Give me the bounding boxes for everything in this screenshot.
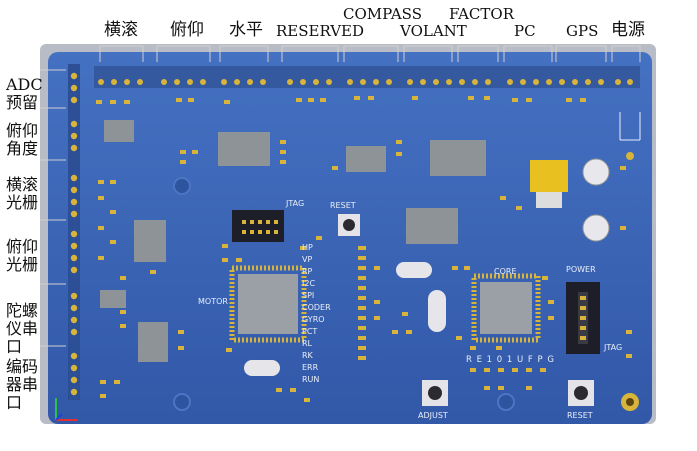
label-encoder-serial: 编码 器串 口 <box>6 358 38 412</box>
label-factor: FACTOR <box>449 5 515 23</box>
core-label: CORE <box>494 267 517 276</box>
top-header-pins <box>98 79 633 85</box>
bus-label: I2C <box>302 279 315 288</box>
label-level: 水平 <box>229 20 263 40</box>
crystals <box>244 262 446 376</box>
led-row-label: R E 1 0 1 U F P G <box>466 355 555 365</box>
reset-bottom-label: RESET <box>567 411 593 420</box>
label-gyro-serial-line1: 陀螺 <box>6 301 39 320</box>
bus-label: RK <box>302 351 314 360</box>
label-encoder-serial-line1: 编码 <box>6 357 39 376</box>
label-gyro-serial-line3: 口 <box>6 337 23 356</box>
label-power: 电源 <box>611 20 645 40</box>
bus-label: CODER <box>302 303 331 312</box>
jtag-right-label: JTAG <box>603 343 622 352</box>
reset-button-top-graphic <box>338 214 360 236</box>
label-pitch-angle-line1: 俯仰 <box>6 121 39 140</box>
bus-label: RP <box>302 267 313 276</box>
ic-packages <box>100 120 486 362</box>
jtag-header-right <box>566 282 600 354</box>
label-encoder-serial-line3: 口 <box>6 393 23 412</box>
power-silk-label: POWER <box>566 265 596 274</box>
label-gps: GPS <box>566 22 599 40</box>
voltage-regulator <box>530 160 568 208</box>
label-pitch-angle: 俯仰 角度 <box>6 122 38 158</box>
bus-led-column <box>358 246 366 360</box>
label-reserved: RESERVED <box>276 22 365 40</box>
reset-top-label: RESET <box>330 201 356 210</box>
bus-label: RL <box>302 339 313 348</box>
jtag-header-top <box>232 210 284 242</box>
label-volant: VOLANT <box>400 22 467 40</box>
label-pitch: 俯仰 <box>170 20 204 40</box>
label-compass: COMPASS <box>343 5 422 23</box>
left-leader-lines <box>40 69 66 347</box>
label-pitch-grating-line1: 俯仰 <box>6 237 39 256</box>
motor-label: MOTOR <box>198 297 228 306</box>
bus-label: GYRO <box>302 315 325 324</box>
label-roll-grating-line2: 光栅 <box>6 193 39 212</box>
bus-label: ERR <box>302 363 319 372</box>
label-gyro-serial: 陀螺 仪串 口 <box>6 302 38 356</box>
bus-labels: HP VP RP I2C SPI CODER GYRO PCT RL RK ER… <box>302 243 331 384</box>
left-header-pins <box>70 72 78 396</box>
jtag-top-label: JTAG <box>285 199 304 208</box>
axis-indicator <box>55 398 78 421</box>
adjust-label: ADJUST <box>418 411 448 420</box>
label-gyro-serial-line2: 仪串 <box>6 319 39 338</box>
bus-label: RUN <box>302 375 319 384</box>
mounting-holes <box>173 177 639 411</box>
label-pc: PC <box>514 22 536 40</box>
label-roll-grating-line1: 横滚 <box>6 175 39 194</box>
bus-label: HP <box>302 243 313 252</box>
power-pad <box>626 152 634 160</box>
bus-label: PCT <box>302 327 317 336</box>
motor-mcu <box>229 265 307 343</box>
label-adc-line2: 预留 <box>6 93 39 112</box>
label-adc-line1: ADC <box>6 75 43 94</box>
smd-components <box>96 96 632 402</box>
power-jumper <box>619 112 641 141</box>
adjust-button-graphic <box>422 380 448 406</box>
label-pitch-grating-line2: 光栅 <box>6 255 39 274</box>
label-pitch-grating: 俯仰 光栅 <box>6 238 38 274</box>
label-roll: 横滚 <box>104 20 138 40</box>
reset-button-bottom-graphic <box>568 380 594 406</box>
core-mcu <box>471 273 541 343</box>
label-adc: ADC 预留 <box>6 76 43 112</box>
label-encoder-serial-line2: 器串 <box>6 375 39 394</box>
bus-label: VP <box>302 255 312 264</box>
top-leader-lines <box>99 45 641 62</box>
label-roll-grating: 横滚 光栅 <box>6 176 38 212</box>
electrolytic-capacitors <box>582 158 610 242</box>
bus-label: SPI <box>302 291 314 300</box>
top-header-strip <box>94 66 640 88</box>
label-pitch-angle-line2: 角度 <box>6 139 39 158</box>
